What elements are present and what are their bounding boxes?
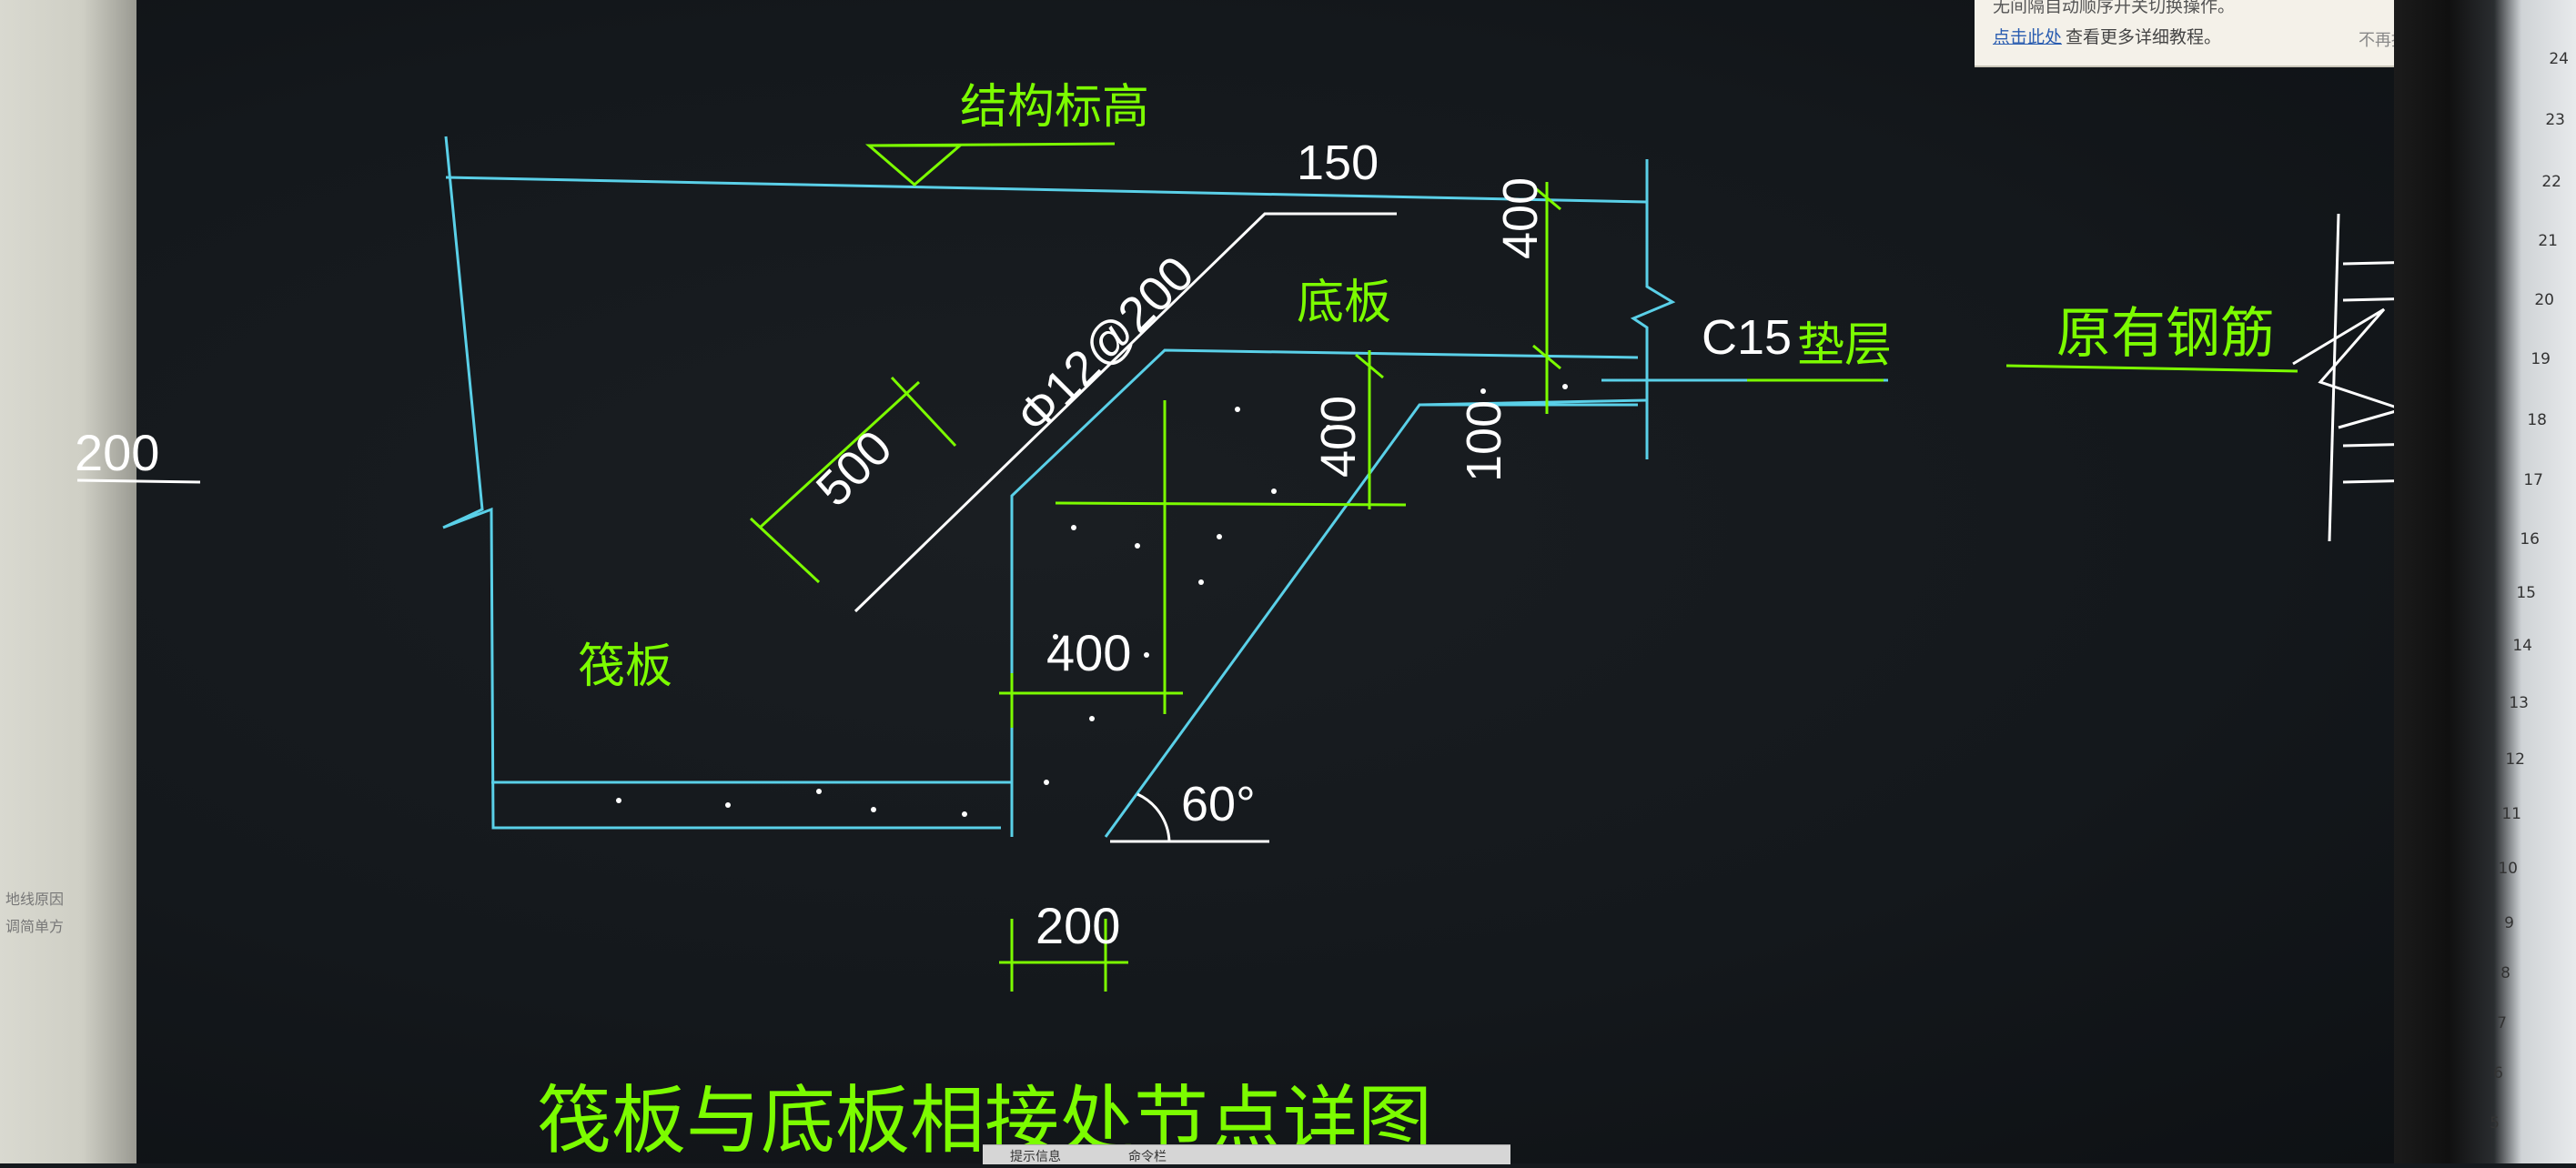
existing-rebar-leader <box>2005 364 2298 373</box>
ruler-tick: 12 <box>2505 750 2525 769</box>
concrete-hatch <box>616 384 1568 817</box>
rebar-bar <box>854 212 1397 613</box>
plate-bottom-line <box>1419 398 1648 407</box>
ruler-tick: 5 <box>2490 1114 2500 1133</box>
taskbar-item[interactable]: 命令栏 <box>1128 1150 1167 1164</box>
tip-rest-text: 查看更多详细教程。 <box>2066 27 2222 47</box>
ruler-tick: 6 <box>2493 1064 2503 1082</box>
ruler-tick: 19 <box>2531 350 2551 368</box>
ruler-tick: 17 <box>2523 471 2543 489</box>
ruler-tick: 21 <box>2538 232 2558 250</box>
ruler-tick: 10 <box>2498 860 2518 878</box>
raft-label: 筏板 <box>578 639 673 694</box>
dimension-lines <box>749 142 2298 992</box>
dim-400-slope: 400 <box>1311 395 1366 478</box>
pit-wall <box>1010 348 1639 837</box>
taskbar: 提示信息 命令栏 <box>983 1144 1510 1164</box>
existing-rebar-vert <box>2328 213 2340 542</box>
angle-label: 60° <box>1181 777 1256 831</box>
dim-200-left-partial: 200 <box>75 424 160 481</box>
ruler-tick: 13 <box>2509 694 2529 712</box>
ruler-tick: 20 <box>2534 291 2554 309</box>
tip-notification: 无间隔自动顺序开关切换操作。 点击此处 查看更多详细教程。 不再提示 <box>1975 0 2446 67</box>
dim-400-right: 400 <box>1493 176 1548 259</box>
ruler-tick: 9 <box>2504 914 2514 932</box>
elevation-label: 结构标高 <box>960 80 1150 135</box>
raft-outline <box>442 136 1001 830</box>
raft-top-line <box>445 176 1648 204</box>
ruler-tick: 18 <box>2527 411 2547 429</box>
left-app-panel: 地线原因 调简单方 <box>0 0 136 1163</box>
ruler-tick: 7 <box>2497 1014 2507 1032</box>
ruler-tick: 23 <box>2545 111 2565 129</box>
left-dim-line <box>76 478 201 484</box>
ruler-tick: 16 <box>2520 530 2540 549</box>
cushion-code: C15 <box>1702 310 1793 365</box>
dim-100: 100 <box>1457 399 1511 482</box>
left-panel-text-2: 调简单方 <box>5 918 65 935</box>
dim-400-mid: 400 <box>1046 624 1132 681</box>
ruler-tick: 15 <box>2516 584 2536 602</box>
taskbar-item[interactable]: 提示信息 <box>1010 1150 1061 1164</box>
left-panel-text-1: 地线原因 <box>5 891 65 908</box>
tip-line: 无间隔自动顺序开关切换操作。 <box>1993 0 2236 16</box>
ruler-tick: 8 <box>2500 964 2510 982</box>
pit-slope <box>1104 403 1638 838</box>
tip-link[interactable]: 点击此处 <box>1993 27 2063 47</box>
cushion-label: 垫层 <box>1797 318 1893 373</box>
break-line-right <box>1630 159 1676 459</box>
ruler-tick: 14 <box>2512 637 2532 655</box>
ruler-tick: 11 <box>2501 805 2521 823</box>
dim-150: 150 <box>1297 136 1379 190</box>
monitor-bezel: 24 23 22 21 20 19 18 17 16 15 14 13 12 1… <box>2394 0 2576 1163</box>
ruler-tick: 24 <box>2549 50 2569 68</box>
dim-200: 200 <box>1035 897 1121 954</box>
existing-rebar-label: 原有钢筋 <box>2056 302 2275 366</box>
bottom-plate-label: 底板 <box>1297 276 1392 330</box>
structure-lines <box>442 136 1888 838</box>
angle-arc <box>1136 792 1171 842</box>
ruler-tick: 22 <box>2541 173 2561 191</box>
elevation-triangle <box>864 144 965 186</box>
existing-rebar-zigzag <box>2292 307 2408 429</box>
